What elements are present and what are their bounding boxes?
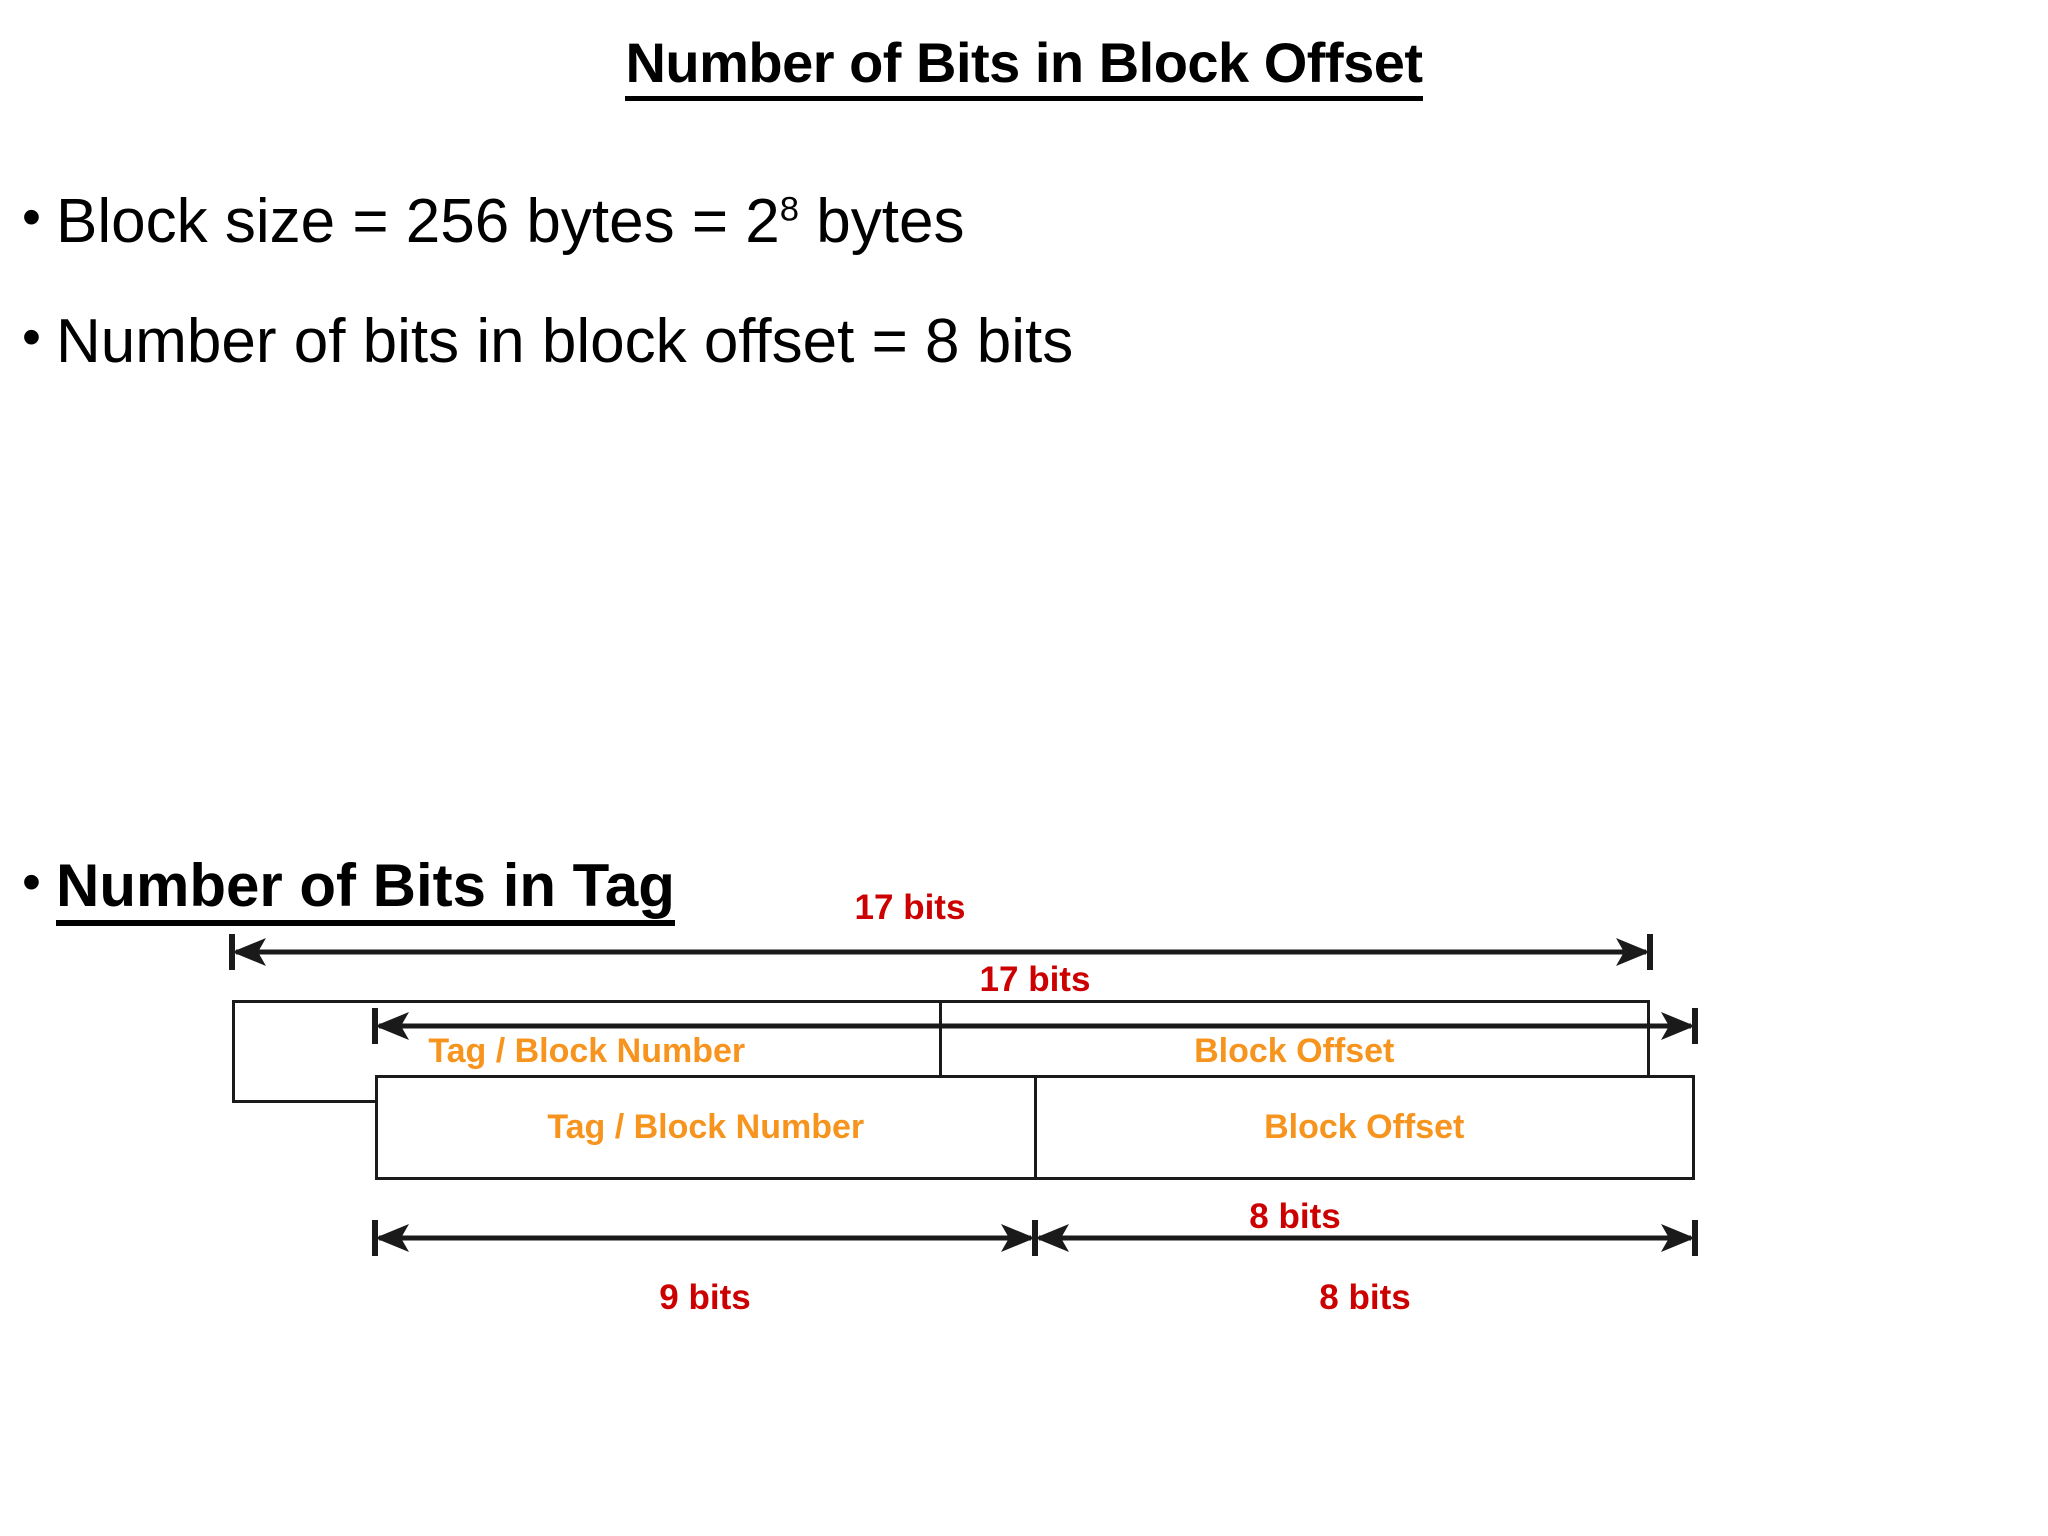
bullet-text-block-size-main: Block size = 256 bytes = 2 <box>56 187 780 256</box>
measure-label-total-17-bits: 17 bits <box>979 960 1091 999</box>
address-field-boxes: Tag / Block Number Block Offset <box>375 1075 1695 1180</box>
bullet-marker-icon: • <box>22 187 41 247</box>
bullet-text-block-size-tail: bytes <box>799 187 965 256</box>
measure-label-tag-9-bits: 9 bits <box>659 1278 751 1317</box>
measure-label-block-offset-8-bits: 8 bits <box>1319 1278 1411 1317</box>
address-field-block-offset: Block Offset <box>1194 1032 1395 1070</box>
page-title-text: Number of Bits in Block Offset <box>625 31 1423 101</box>
address-field-tag: Tag / Block Number <box>235 1003 942 1100</box>
measure-arrow-total <box>375 1006 1695 1046</box>
bullet-item-block-size: • Block size = 256 bytes = 28 bytes <box>0 187 965 256</box>
bullet-text-offset-bits: Number of bits in block offset = 8 bits <box>56 307 1074 376</box>
bullet-item-offset-bits: • Number of bits in block offset = 8 bit… <box>0 307 1074 376</box>
bullet-text-tag-bits-heading-text: Number of Bits in Tag <box>56 852 675 926</box>
measure-label-block-offset-8-bits: 8 bits <box>1249 1197 1341 1236</box>
page-title: Number of Bits in Block Offset <box>0 30 2048 101</box>
bullet-text-block-size: Block size = 256 bytes = 28 bytes <box>56 187 965 256</box>
diagram-tag-bits: 17 bits Tag / Block Number Block Offset <box>0 960 2048 1380</box>
measure-arrow-tag <box>375 1218 1035 1258</box>
measure-label-total-17-bits: 17 bits <box>854 888 966 927</box>
bullet-marker-icon: • <box>22 307 41 367</box>
address-field-block-offset: Block Offset <box>1264 1108 1465 1146</box>
diagram-block-offset: 17 bits Tag / Block Number Block Offset <box>0 440 2048 1236</box>
measure-arrow-total <box>232 932 1650 972</box>
bullet-text-block-size-exponent: 8 <box>779 190 800 229</box>
bullet-marker-icon: • <box>22 852 41 912</box>
bullet-text-tag-bits-heading: Number of Bits in Tag <box>56 852 675 926</box>
bullet-item-tag-bits-heading: • Number of Bits in Tag <box>0 852 675 926</box>
address-field-tag: Tag / Block Number <box>378 1078 1037 1177</box>
measure-arrow-block-offset <box>1035 1218 1695 1258</box>
